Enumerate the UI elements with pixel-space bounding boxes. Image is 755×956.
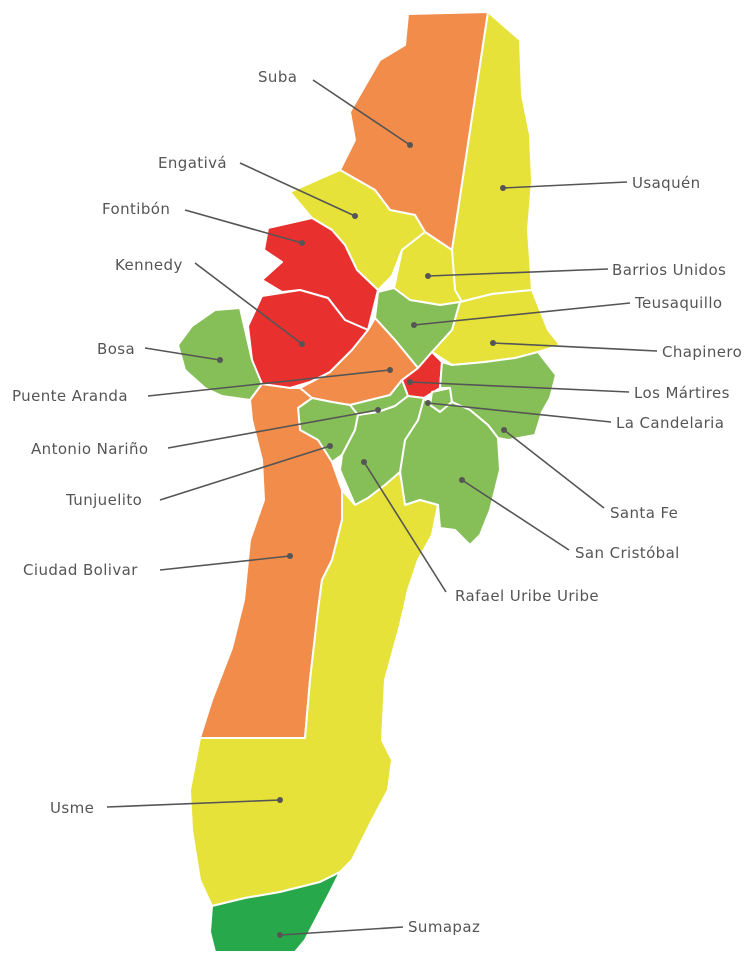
marker-dot-la-candelaria [425,400,431,406]
marker-dot-tunjuelito [327,443,333,449]
label-chapinero: Chapinero [662,343,742,361]
marker-dot-sumapaz [277,932,283,938]
label-sumapaz: Sumapaz [408,918,480,936]
label-antonio-narino: Antonio Nariño [31,440,148,458]
leader-line-los-martires [409,381,630,393]
leader-line-suba [312,79,411,146]
leader-line-antonio-narino [167,409,379,449]
label-teusaquillo: Teusaquillo [634,294,722,312]
leader-line-ciudad-bolivar [159,555,291,571]
marker-dot-santa-fe [501,427,507,433]
marker-dot-bosa [217,357,223,363]
region-usme [189,471,439,907]
label-suba: Suba [258,68,297,86]
label-santa-fe: Santa Fe [610,504,678,522]
leader-line-santa-fe [503,429,605,509]
label-puente-aranda: Puente Aranda [12,387,128,405]
label-san-cristobal: San Cristóbal [575,544,680,562]
label-los-martires: Los Mártires [634,384,730,402]
marker-dot-rafael-uribe-uribe [361,459,367,465]
region-santa-fe [439,351,557,441]
label-barrios-unidos: Barrios Unidos [612,261,726,279]
leader-line-barrios-unidos [427,268,609,277]
marker-dot-barrios-unidos [425,273,431,279]
leader-line-bosa [144,347,221,361]
leader-line-usaquen [502,181,628,189]
leader-line-usme [106,799,281,808]
label-ciudad-bolivar: Ciudad Bolivar [23,561,138,579]
marker-dot-suba [407,142,413,148]
label-usme: Usme [50,799,94,817]
marker-dot-chapinero [490,340,496,346]
marker-dot-engativa [352,213,358,219]
leader-line-la-candelaria [427,402,612,423]
leader-line-san-cristobal [461,479,570,551]
label-engativa: Engativá [158,154,227,172]
marker-dot-san-cristobal [459,477,465,483]
label-kennedy: Kennedy [115,256,183,274]
leader-line-engativa [239,162,356,217]
leader-line-rafael-uribe-uribe [363,461,447,593]
region-sumapaz [209,871,341,953]
label-usaquen: Usaquén [632,174,701,192]
marker-dot-usaquen [500,185,506,191]
leader-line-chapinero [492,342,658,352]
leader-line-fontibon [184,209,303,244]
leader-line-teusaquillo [413,302,631,326]
marker-dot-antonio-narino [375,407,381,413]
leader-line-tunjuelito [159,445,331,501]
leader-line-sumapaz [279,926,404,936]
marker-dot-usme [277,797,283,803]
marker-dot-teusaquillo [411,322,417,328]
marker-dot-puente-aranda [387,367,393,373]
label-bosa: Bosa [97,340,135,358]
marker-dot-ciudad-bolivar [287,553,293,559]
label-rafael-uribe-uribe: Rafael Uribe Uribe [455,587,599,605]
leader-line-puente-aranda [147,369,391,397]
leader-line-kennedy [194,262,303,345]
label-fontibon: Fontibón [102,200,170,218]
marker-dot-kennedy [299,341,305,347]
marker-dot-fontibon [299,240,305,246]
label-tunjuelito: Tunjuelito [65,491,142,509]
label-la-candelaria: La Candelaria [616,414,724,432]
marker-dot-los-martires [407,379,413,385]
